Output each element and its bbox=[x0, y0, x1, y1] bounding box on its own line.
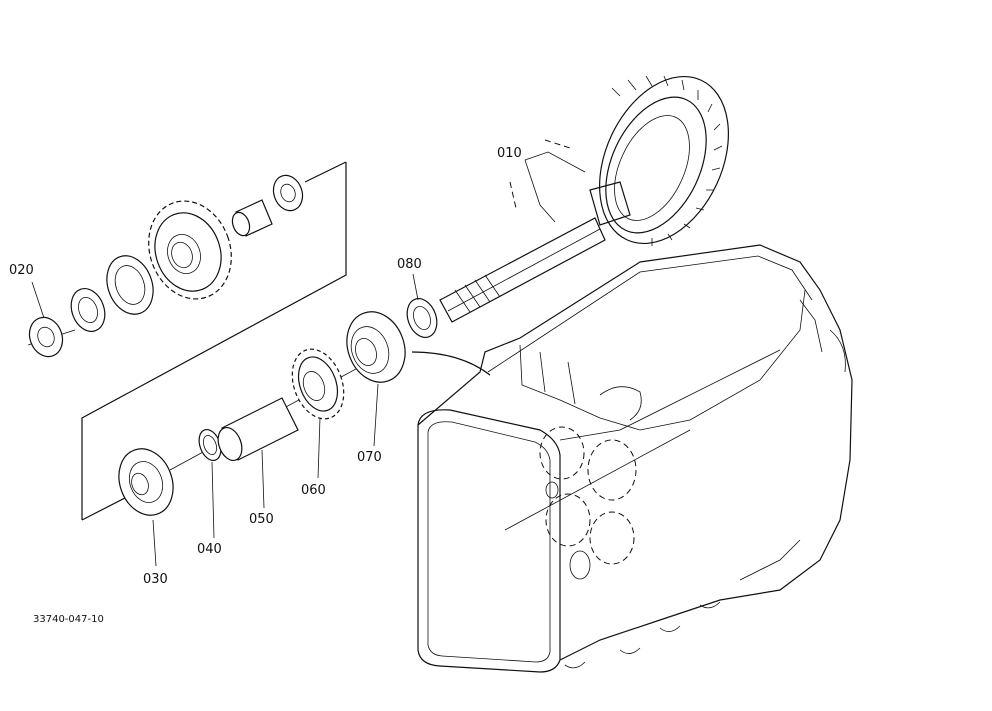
pinion-shaft bbox=[439, 217, 606, 323]
part-070-bearing bbox=[346, 311, 406, 383]
part-label-050: 050 bbox=[249, 512, 274, 527]
drawing-code: 33740-047-10 bbox=[33, 614, 104, 625]
leader-lines bbox=[31, 139, 586, 567]
part-050-sleeve bbox=[217, 397, 299, 462]
assembly-frame bbox=[81, 162, 347, 520]
part-030-bearing bbox=[118, 448, 174, 516]
part-080-washer bbox=[406, 298, 438, 338]
part-060-gear bbox=[291, 348, 345, 420]
needle-bearing bbox=[231, 199, 273, 237]
transmission-case bbox=[417, 244, 853, 673]
part-label-060: 060 bbox=[301, 483, 326, 498]
taper-bearing-cup bbox=[106, 255, 154, 315]
part-label-030: 030 bbox=[143, 572, 168, 587]
part-label-010: 010 bbox=[497, 146, 522, 161]
part-label-070: 070 bbox=[357, 450, 382, 465]
part-label-020: 020 bbox=[9, 263, 34, 278]
leader-line bbox=[411, 351, 491, 376]
part-040-ring bbox=[198, 428, 222, 462]
part-020-lock-nut bbox=[28, 316, 64, 358]
part-label-080: 080 bbox=[397, 257, 422, 272]
small-roller-bearing bbox=[70, 288, 106, 332]
thrust-washer bbox=[272, 174, 304, 212]
large-spur-gear bbox=[148, 200, 232, 300]
part-label-040: 040 bbox=[197, 542, 222, 557]
bevel-ring-gear bbox=[589, 75, 729, 246]
